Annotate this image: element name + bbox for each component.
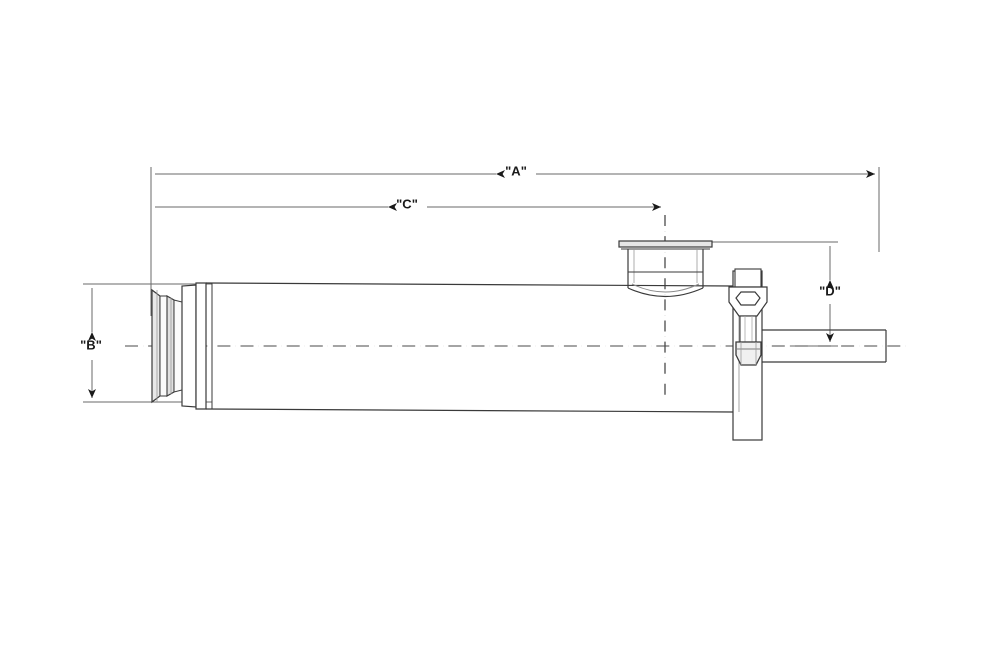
dimension-label-C: "C" <box>396 196 418 211</box>
dimension-label-B: "B" <box>80 337 102 352</box>
filter-housing-body-tube <box>205 282 734 413</box>
top-tri-clamp-port <box>618 240 713 297</box>
drain-valve-assembly <box>728 268 768 343</box>
dimension-lines <box>88 170 875 398</box>
dimension-label-A: "A" <box>505 163 527 178</box>
hex-union-nut <box>735 341 762 366</box>
outlet-pipe <box>762 329 887 363</box>
inlet-tri-clamp-ferrule <box>151 282 207 410</box>
dimension-labels: "A" "C" "B" "D" <box>80 163 841 352</box>
dimension-label-D: "D" <box>819 283 841 298</box>
